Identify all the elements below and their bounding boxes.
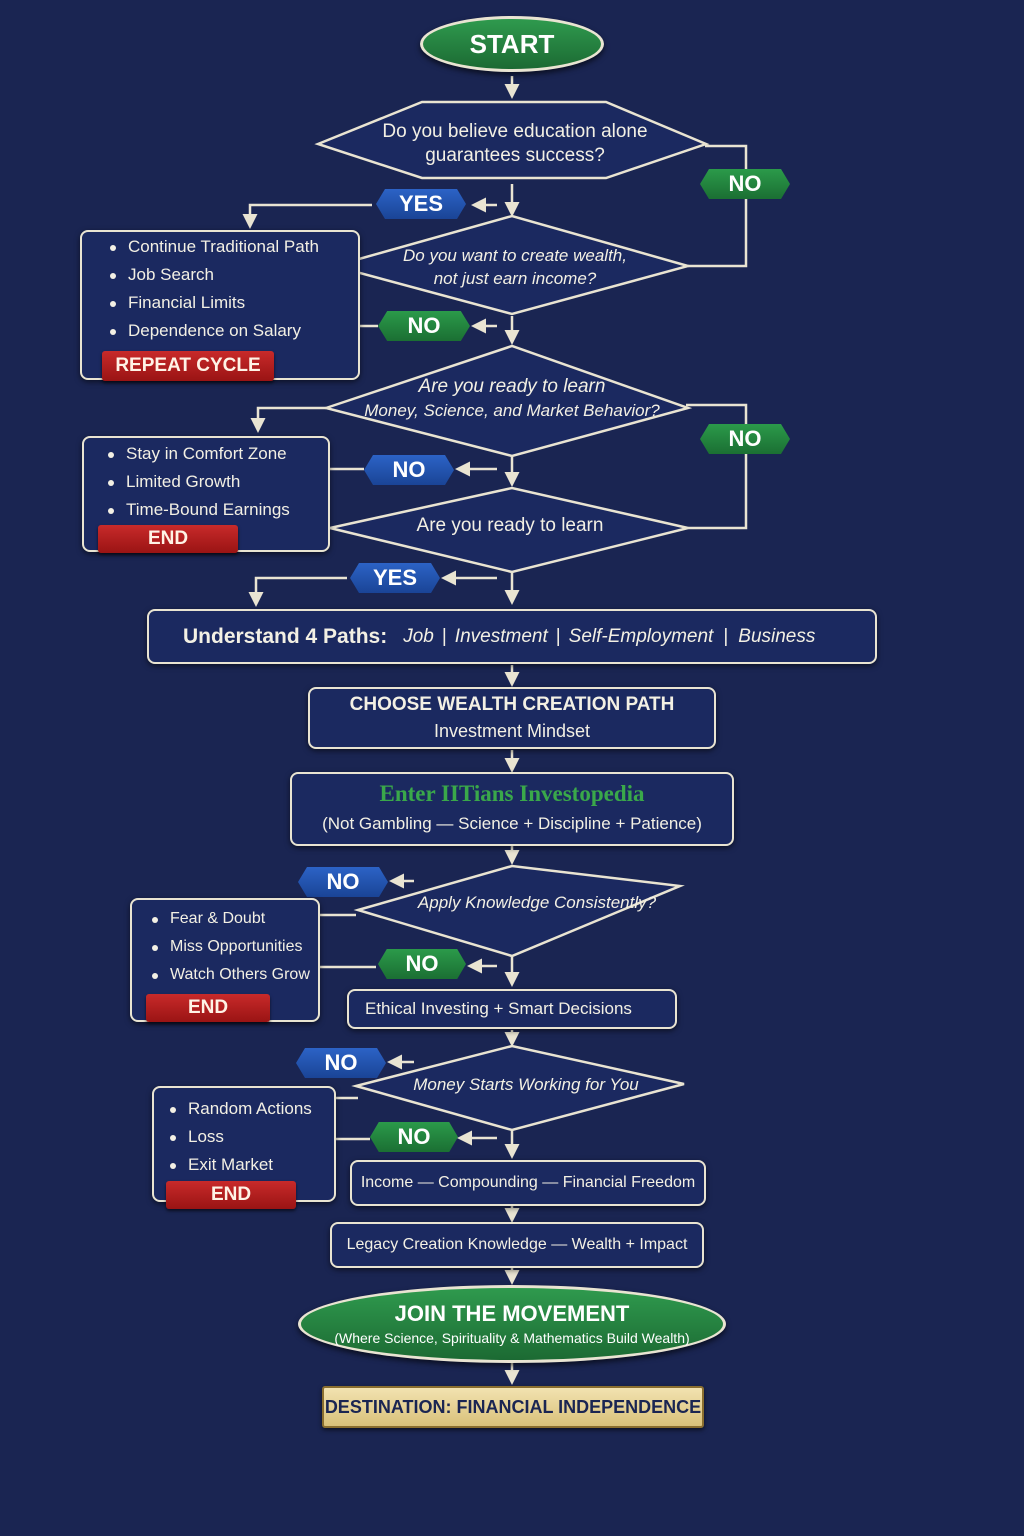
traditional-path-list: Continue Traditional Path Job Search Fin… <box>108 233 319 345</box>
connector-q1-yes-branch <box>242 203 372 229</box>
ethical-label: Ethical Investing + Smart Decisions <box>365 999 632 1018</box>
ethical-investing-box <box>347 989 677 1029</box>
random-end-badge: END <box>166 1181 296 1209</box>
list-item: Financial Limits <box>108 289 319 317</box>
legacy-label: Legacy Creation Knowledge — Wealth + Imp… <box>346 1236 688 1253</box>
list-item: Job Search <box>108 261 319 289</box>
q3-no-tag-left: NO <box>364 455 454 485</box>
list-item: Time-Bound Earnings <box>106 496 290 524</box>
q4-line1: Are you ready to learn <box>416 515 604 536</box>
path-item-business: Business <box>738 625 816 647</box>
q5-no-tag-top: NO <box>298 867 388 897</box>
income-label: Income — Compounding — Financial Freedom <box>360 1174 696 1191</box>
random-actions-list: Random Actions Loss Exit Market <box>168 1095 312 1179</box>
choose-path-box <box>308 687 716 749</box>
list-item: Miss Opportunities <box>150 933 310 961</box>
legacy-box <box>330 1222 704 1268</box>
connector-q1-no-loop <box>688 144 748 268</box>
start-label: START <box>469 28 555 59</box>
path-separator: | <box>723 625 729 647</box>
decision-q4: Are you ready to learn <box>380 510 640 542</box>
four-paths-row: Understand 4 Paths: Job | Investment | S… <box>147 609 877 664</box>
decision-q3: Are you ready to learn Money, Science, a… <box>352 374 672 424</box>
q3-line1: Are you ready to learn <box>418 376 606 397</box>
list-item: Limited Growth <box>106 468 290 496</box>
comfort-zone-list: Stay in Comfort Zone Limited Growth Time… <box>106 440 290 524</box>
q6-no-tag-top: NO <box>296 1048 386 1078</box>
fear-doubt-list: Fear & Doubt Miss Opportunities Watch Ot… <box>150 905 310 989</box>
enter-investopedia-box <box>290 772 734 846</box>
list-item: Fear & Doubt <box>150 905 310 933</box>
legacy-creation: Legacy Creation Knowledge — Wealth + Imp… <box>330 1222 704 1268</box>
decision-q4-shape <box>329 486 689 574</box>
decision-q1: Do you believe education alone guarantee… <box>350 116 680 172</box>
four-paths-box <box>147 609 877 664</box>
q6-label: Money Starts Working for You <box>413 1075 639 1094</box>
q2-line2: not just earn income? <box>433 269 597 288</box>
connector-q3-left-branch <box>250 406 326 433</box>
join-subtitle: (Where Science, Spirituality & Mathemati… <box>334 1330 690 1346</box>
join-movement-terminal: JOIN THE MOVEMENT (Where Science, Spirit… <box>298 1285 726 1363</box>
q4-yes-tag: YES <box>350 563 440 593</box>
choose-path: CHOOSE WEALTH CREATION PATH Investment M… <box>308 687 716 749</box>
repeat-cycle-badge: REPEAT CYCLE <box>102 351 274 381</box>
destination-box: DESTINATION: FINANCIAL INDEPENDENCE <box>322 1386 704 1428</box>
choose-line2: Investment Mindset <box>433 721 591 741</box>
decision-q1-shape <box>314 100 710 180</box>
q2-line1: Do you want to create wealth, <box>403 246 627 265</box>
q3-no-tag-right: NO <box>700 424 790 454</box>
list-item: Exit Market <box>168 1151 312 1179</box>
four-paths-label: Understand 4 Paths: <box>183 624 388 648</box>
q3-line2: Money, Science, and Market Behavior? <box>364 401 660 420</box>
list-item: Stay in Comfort Zone <box>106 440 290 468</box>
income-box <box>350 1160 706 1206</box>
list-item: Random Actions <box>168 1095 312 1123</box>
q1-line2: guarantees success? <box>425 145 605 166</box>
ethical-investing: Ethical Investing + Smart Decisions <box>347 989 677 1029</box>
q5-no-tag-side: NO <box>378 949 466 979</box>
fear-end-badge: END <box>146 994 270 1022</box>
q2-no-tag: NO <box>378 311 470 341</box>
decision-q2-shape <box>329 214 693 316</box>
decision-q6: Money Starts Working for You <box>396 1070 656 1100</box>
path-separator: | <box>441 625 447 647</box>
q6-no-tag-side: NO <box>370 1122 458 1152</box>
path-item-job: Job <box>403 625 434 647</box>
q1-line1: Do you believe education alone <box>382 121 648 142</box>
list-item: Continue Traditional Path <box>108 233 319 261</box>
decision-q2: Do you want to create wealth, not just e… <box>380 242 650 292</box>
list-item: Dependence on Salary <box>108 317 319 345</box>
list-item: Loss <box>168 1123 312 1151</box>
connector-q4-yes-branch <box>248 576 347 607</box>
enter-title: Enter IITians Investopedia <box>379 781 645 806</box>
start-terminal: START <box>420 16 604 72</box>
q1-yes-tag: YES <box>376 189 466 219</box>
enter-investopedia: Enter IITians Investopedia (Not Gambling… <box>290 772 734 846</box>
income-compounding: Income — Compounding — Financial Freedom <box>350 1160 706 1206</box>
list-item: Watch Others Grow <box>150 961 310 989</box>
path-separator: | <box>555 625 561 647</box>
join-title: JOIN THE MOVEMENT <box>394 1301 630 1326</box>
enter-subtitle: (Not Gambling — Science + Discipline + P… <box>322 814 702 833</box>
decision-q5: Apply Knowledge Consistently? <box>400 888 674 918</box>
connector-q3-no-loop <box>686 403 748 530</box>
choose-line1: CHOOSE WEALTH CREATION PATH <box>349 694 675 715</box>
path-item-investment: Investment <box>454 625 548 647</box>
decision-q5-shape <box>353 864 685 958</box>
q5-label: Apply Knowledge Consistently? <box>417 893 657 912</box>
path-item-self-employment: Self-Employment <box>568 625 714 647</box>
q1-no-tag: NO <box>700 169 790 199</box>
decision-q6-shape <box>351 1044 685 1132</box>
comfort-end-badge: END <box>98 525 238 553</box>
decision-q3-shape <box>321 344 693 458</box>
